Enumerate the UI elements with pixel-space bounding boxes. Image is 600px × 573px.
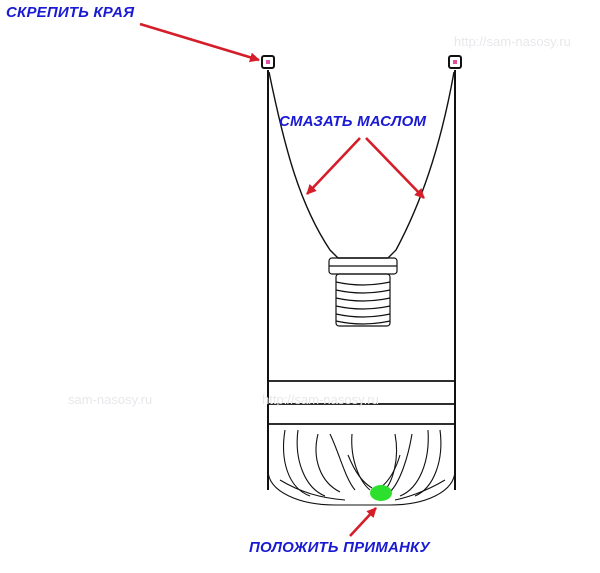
bottle-rings [268,380,455,425]
label-place-bait: ПОЛОЖИТЬ ПРИМАНКУ [249,539,430,556]
annotation-arrows [139,22,425,537]
arrow-bait [349,507,377,537]
arrow-grease-left [306,137,361,195]
arrow-grease-right [365,137,425,199]
bait [370,485,392,501]
bottle-body [267,70,456,490]
watermark-center: http://sam-nasosy.ru [262,392,379,407]
clip-left [261,55,275,69]
label-grease-with-oil: СМАЗАТЬ МАСЛОМ [279,113,427,130]
arrow-fasten [139,22,260,63]
watermark-top: http://sam-nasosy.ru [454,34,571,49]
watermark-left: sam-nasosy.ru [68,392,153,407]
bottle-bottom [267,424,456,506]
clip-right [448,55,462,69]
inverted-funnel [268,71,455,259]
label-fasten-edges: СКРЕПИТЬ КРАЯ [6,4,135,21]
bottle-neck [328,257,398,327]
